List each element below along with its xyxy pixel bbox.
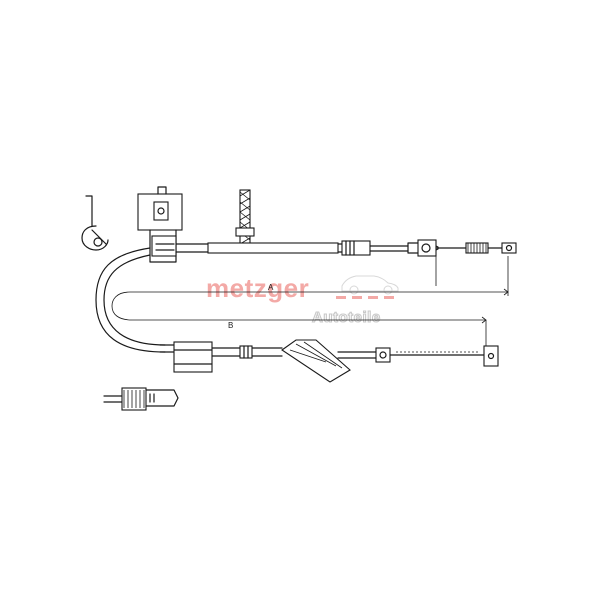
- lower-end-fitting: [103, 387, 179, 411]
- car-outline-icon: [341, 275, 399, 295]
- watermark-brand: metzger: [206, 273, 309, 303]
- dimension-a-label: A: [268, 283, 274, 292]
- watermark-stripes: [336, 296, 394, 299]
- dimension-a: A: [111, 256, 509, 321]
- hatched-grommet-plate: [235, 189, 255, 249]
- lower-cable-run: [159, 339, 499, 383]
- cable-sheath-loop: [95, 247, 166, 353]
- hook-clip: [81, 195, 109, 251]
- metzger-watermark: metzger Autoteile: [206, 273, 399, 327]
- dimension-b-label: B: [228, 321, 233, 330]
- upper-mounting-bracket: [137, 186, 183, 263]
- upper-cable-run: [175, 239, 517, 257]
- watermark-subtitle: Autoteile: [312, 309, 381, 326]
